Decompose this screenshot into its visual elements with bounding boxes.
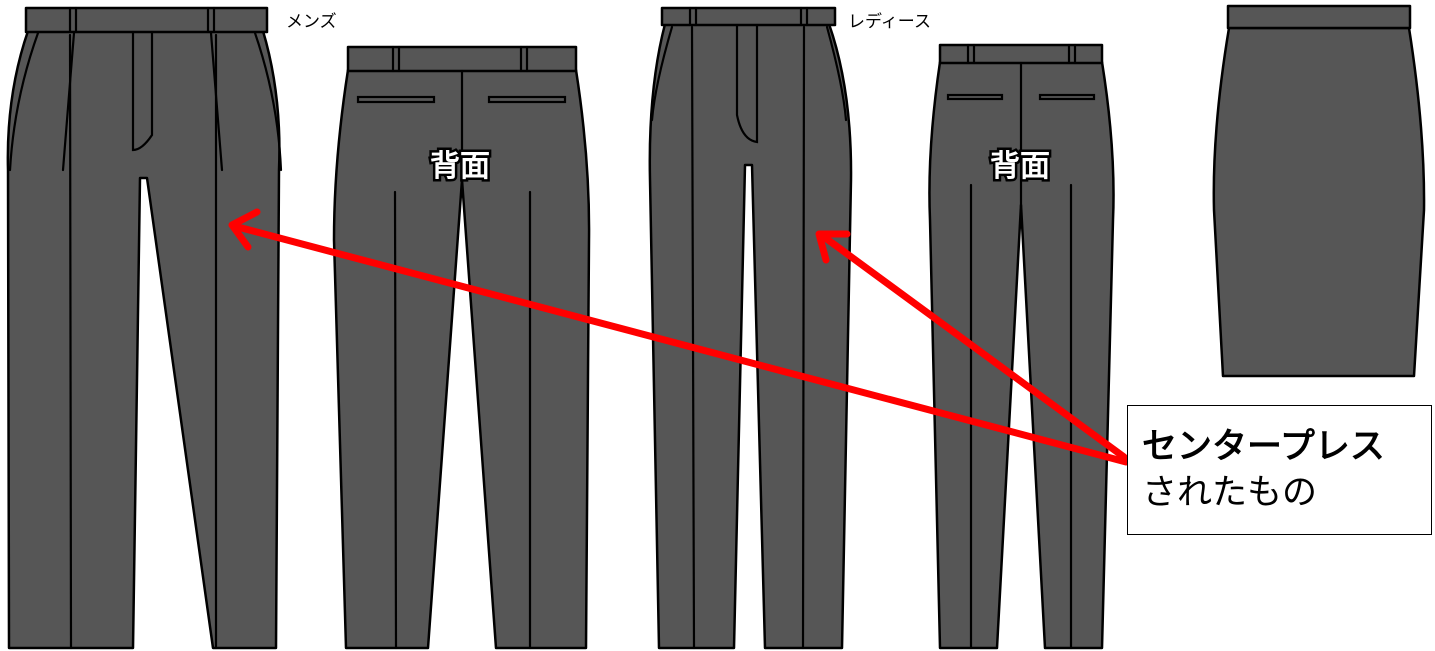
mens-back-waistband [346, 45, 578, 73]
mens-front-fly [131, 30, 154, 152]
mens-front-crease-left [68, 33, 73, 650]
arrow-to-mens-crease [228, 208, 1130, 466]
arrow-to-mens-crease-shaft [230, 222, 1130, 466]
mens-back-pocket-left [356, 95, 436, 104]
mens-back-body [332, 68, 591, 650]
mens-front-trousers [6, 6, 283, 650]
ladies-front-body [648, 22, 853, 650]
skirt-body [1212, 26, 1426, 378]
ladies-back-pocket-right [1038, 93, 1096, 101]
ladies-label: レディース [848, 11, 931, 32]
ladies-front-waistband [660, 6, 837, 27]
ladies-back-waistband [938, 43, 1104, 65]
mens-front-waistband [24, 6, 269, 34]
ladies-front-crease-right [801, 25, 806, 650]
ladies-front-trousers [648, 6, 853, 650]
mens-back-trousers [332, 45, 591, 650]
mens-back-label: 背面 [430, 149, 490, 184]
arrow-to-ladies-crease-shaft [816, 230, 1128, 461]
callout-subtitle: されたもの [1142, 473, 1318, 513]
ladies-front-crease-left [690, 25, 696, 650]
arrow-to-ladies-crease [815, 230, 1128, 461]
ladies-back-trousers [928, 43, 1115, 650]
ladies-front-fly [735, 23, 759, 144]
callout-title: センタープレス [1142, 427, 1385, 467]
ladies-back-label: 背面 [990, 149, 1050, 184]
ladies-back-pocket-left [946, 93, 1004, 101]
skirt [1212, 4, 1426, 378]
mens-front-body [6, 29, 281, 650]
mens-label: メンズ [286, 12, 337, 32]
mens-back-pocket-right [487, 95, 567, 104]
arrow-to-mens-crease-head [228, 208, 261, 251]
arrow-to-ladies-crease-head [815, 230, 851, 264]
ladies-back-body [928, 60, 1115, 650]
center-press-callout: センタープレス されたもの [1127, 405, 1432, 535]
skirt-waistband [1226, 4, 1412, 30]
